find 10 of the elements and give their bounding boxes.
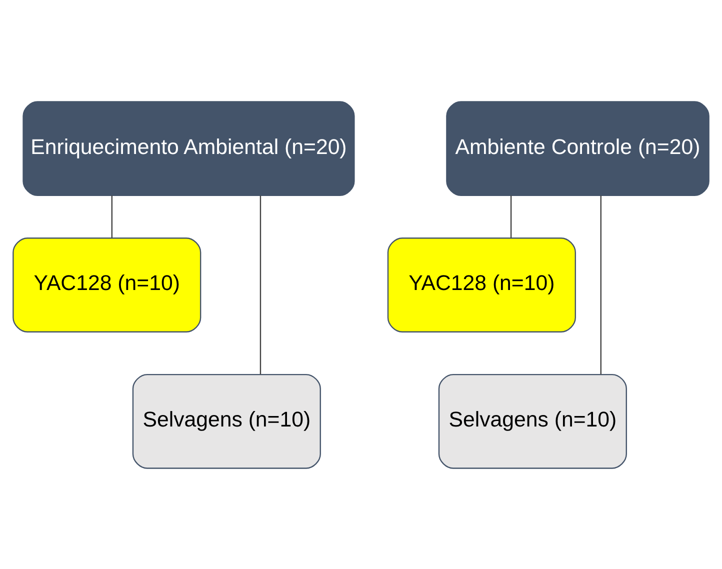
connector — [600, 195, 602, 374]
connector — [111, 195, 112, 238]
node-box: YAC128 (n=10) — [387, 237, 576, 332]
node-box: Enriquecimento Ambiental (n=20) — [22, 100, 355, 196]
node-box: Selvagens (n=10) — [132, 373, 321, 468]
connector — [260, 195, 262, 374]
node-box: YAC128 (n=10) — [12, 237, 202, 332]
connector — [510, 195, 512, 238]
node-box: Ambiente Controle (n=20) — [446, 100, 710, 196]
node-box: Selvagens (n=10) — [438, 373, 627, 468]
